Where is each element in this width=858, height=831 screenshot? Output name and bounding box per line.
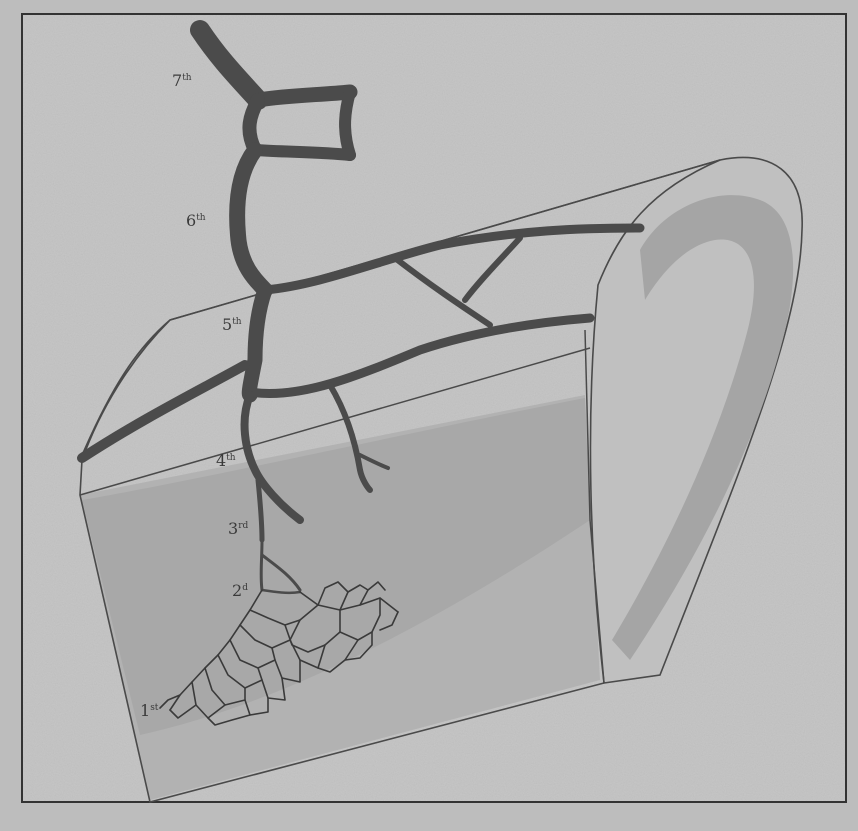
diagram-sheet: 7th 6th 5th 4th 3rd 2d 1st (0, 0, 858, 831)
vessel-diagram: 7th 6th 5th 4th 3rd 2d 1st (0, 0, 858, 831)
